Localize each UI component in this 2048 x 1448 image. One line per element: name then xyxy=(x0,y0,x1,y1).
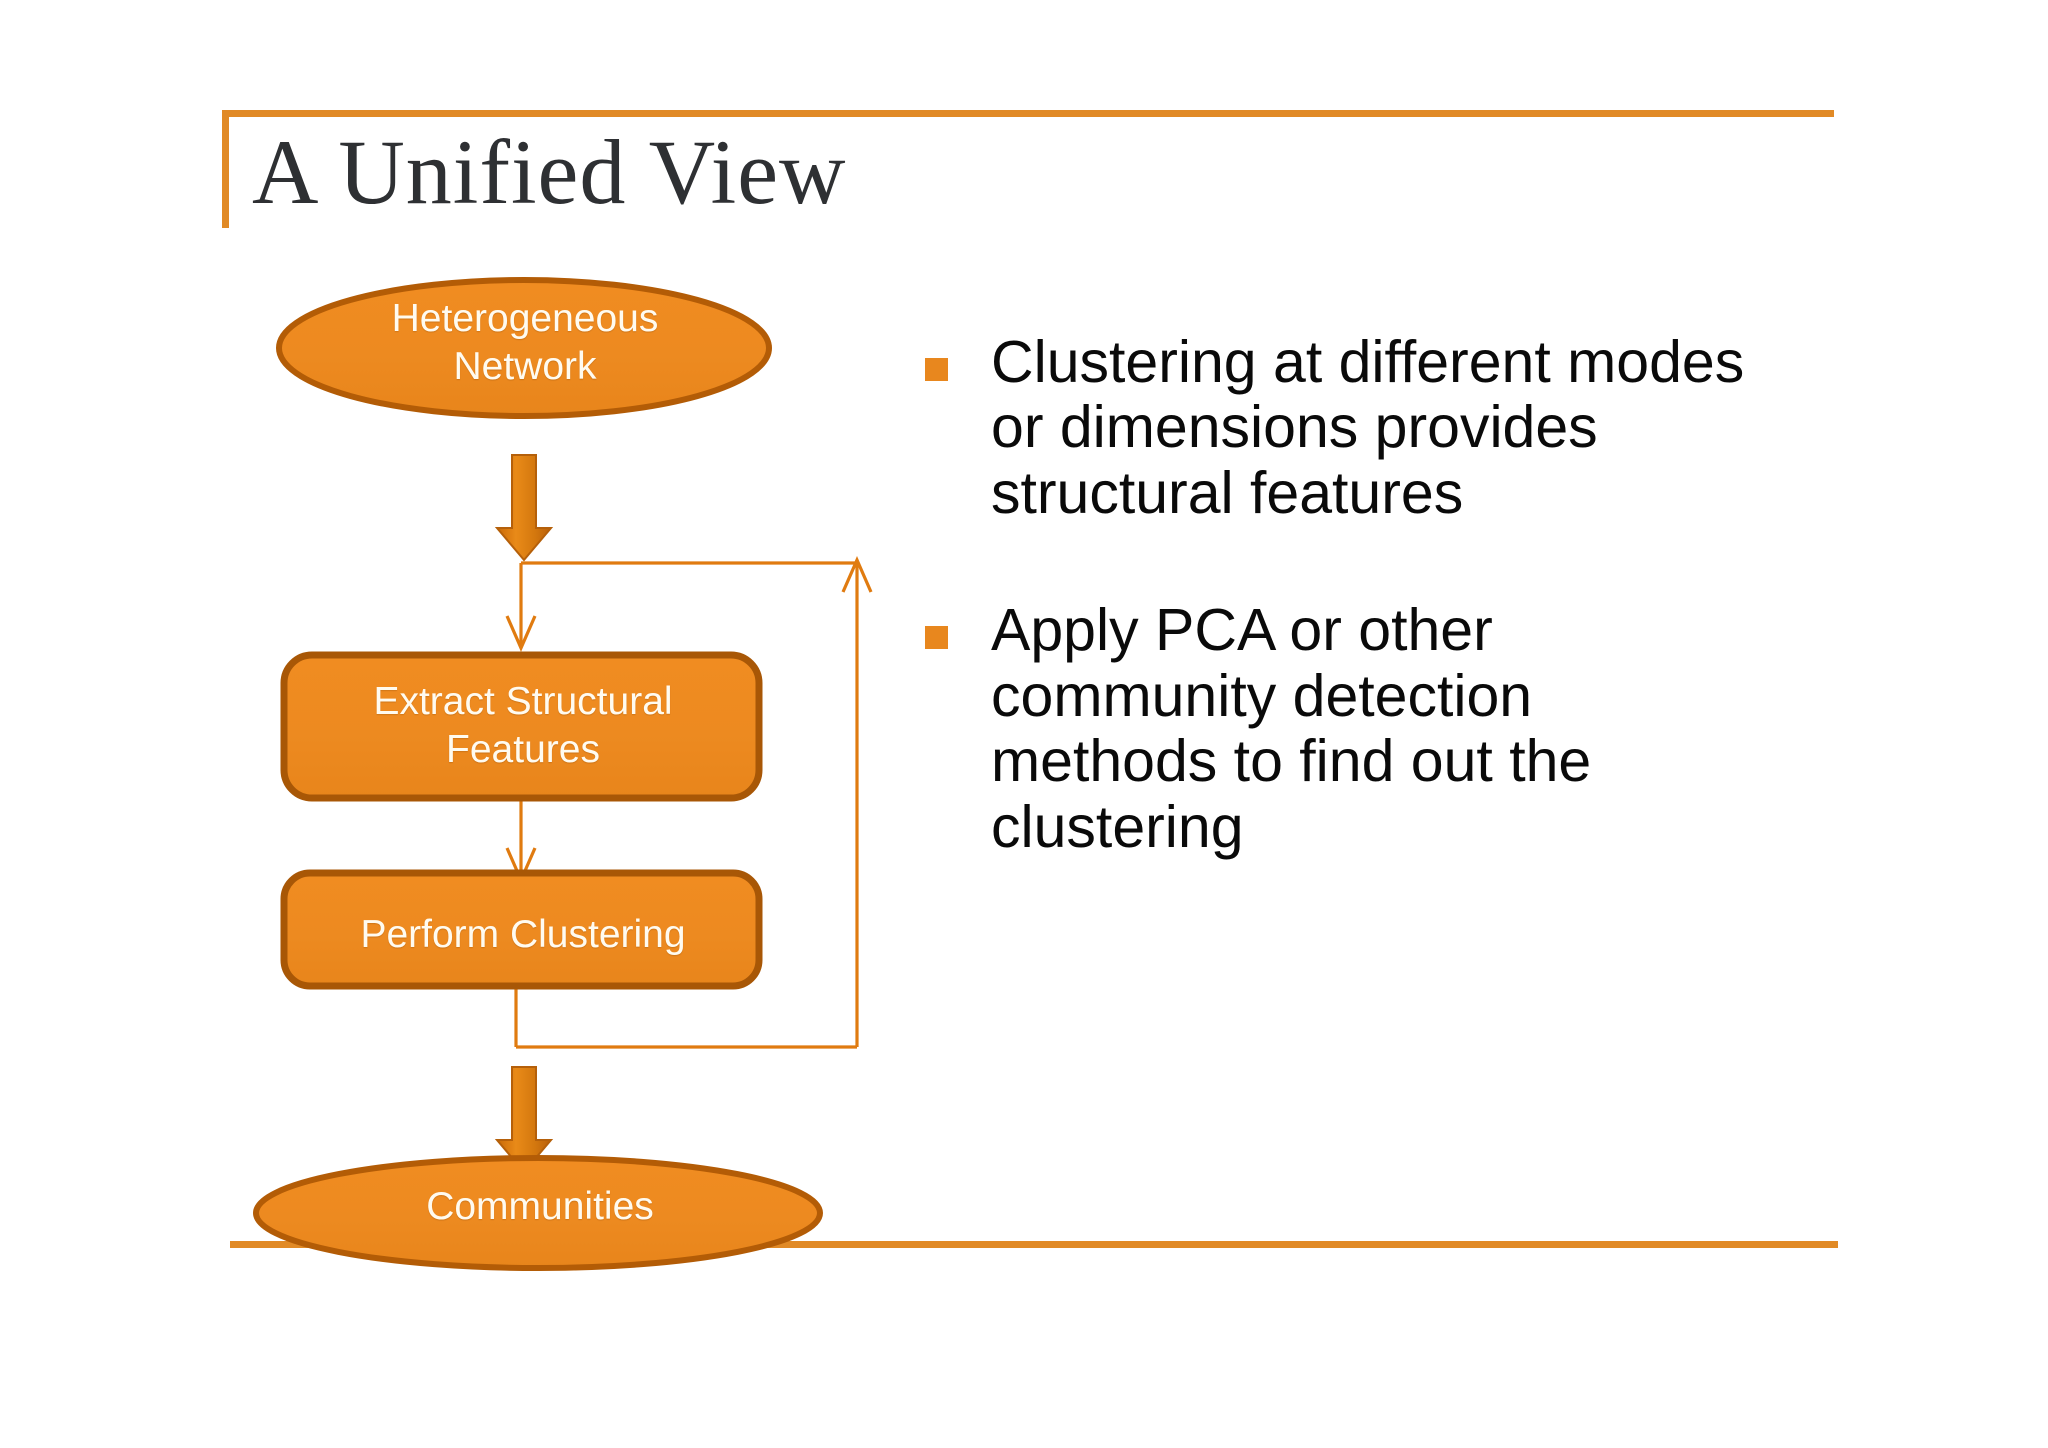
node-perform-clustering[interactable] xyxy=(280,869,763,990)
slide-frame-bottom-rule xyxy=(230,1241,1838,1248)
connector-clustering-feedback-loop xyxy=(505,556,873,1049)
list-item: Clustering at different modes or dimensi… xyxy=(925,329,1745,526)
bullet-text-apply-pca: Apply PCA or other community detection m… xyxy=(991,597,1592,860)
node-extract-structural-features[interactable] xyxy=(280,651,763,802)
connector-network-to-extract xyxy=(494,454,554,562)
node-heterogeneous-network[interactable] xyxy=(276,277,772,419)
bullet-square-icon xyxy=(925,358,948,381)
bullet-list: Clustering at different modes or dimensi… xyxy=(925,329,1745,932)
list-item: Apply PCA or other community detection m… xyxy=(925,598,1745,860)
connector-extract-to-clustering xyxy=(505,798,537,884)
flow-diagram-canvas xyxy=(253,277,873,1271)
title-frame-left-rule xyxy=(222,110,229,228)
title-frame-top-rule xyxy=(222,110,1834,117)
bullet-text-clustering-modes: Clustering at different modes or dimensi… xyxy=(991,329,1745,526)
node-communities[interactable] xyxy=(253,1155,823,1271)
flow-diagram: Heterogeneous Network Extract Structural… xyxy=(0,0,920,1448)
bullet-square-icon xyxy=(925,626,948,650)
page-title: A Unified View xyxy=(252,121,847,223)
